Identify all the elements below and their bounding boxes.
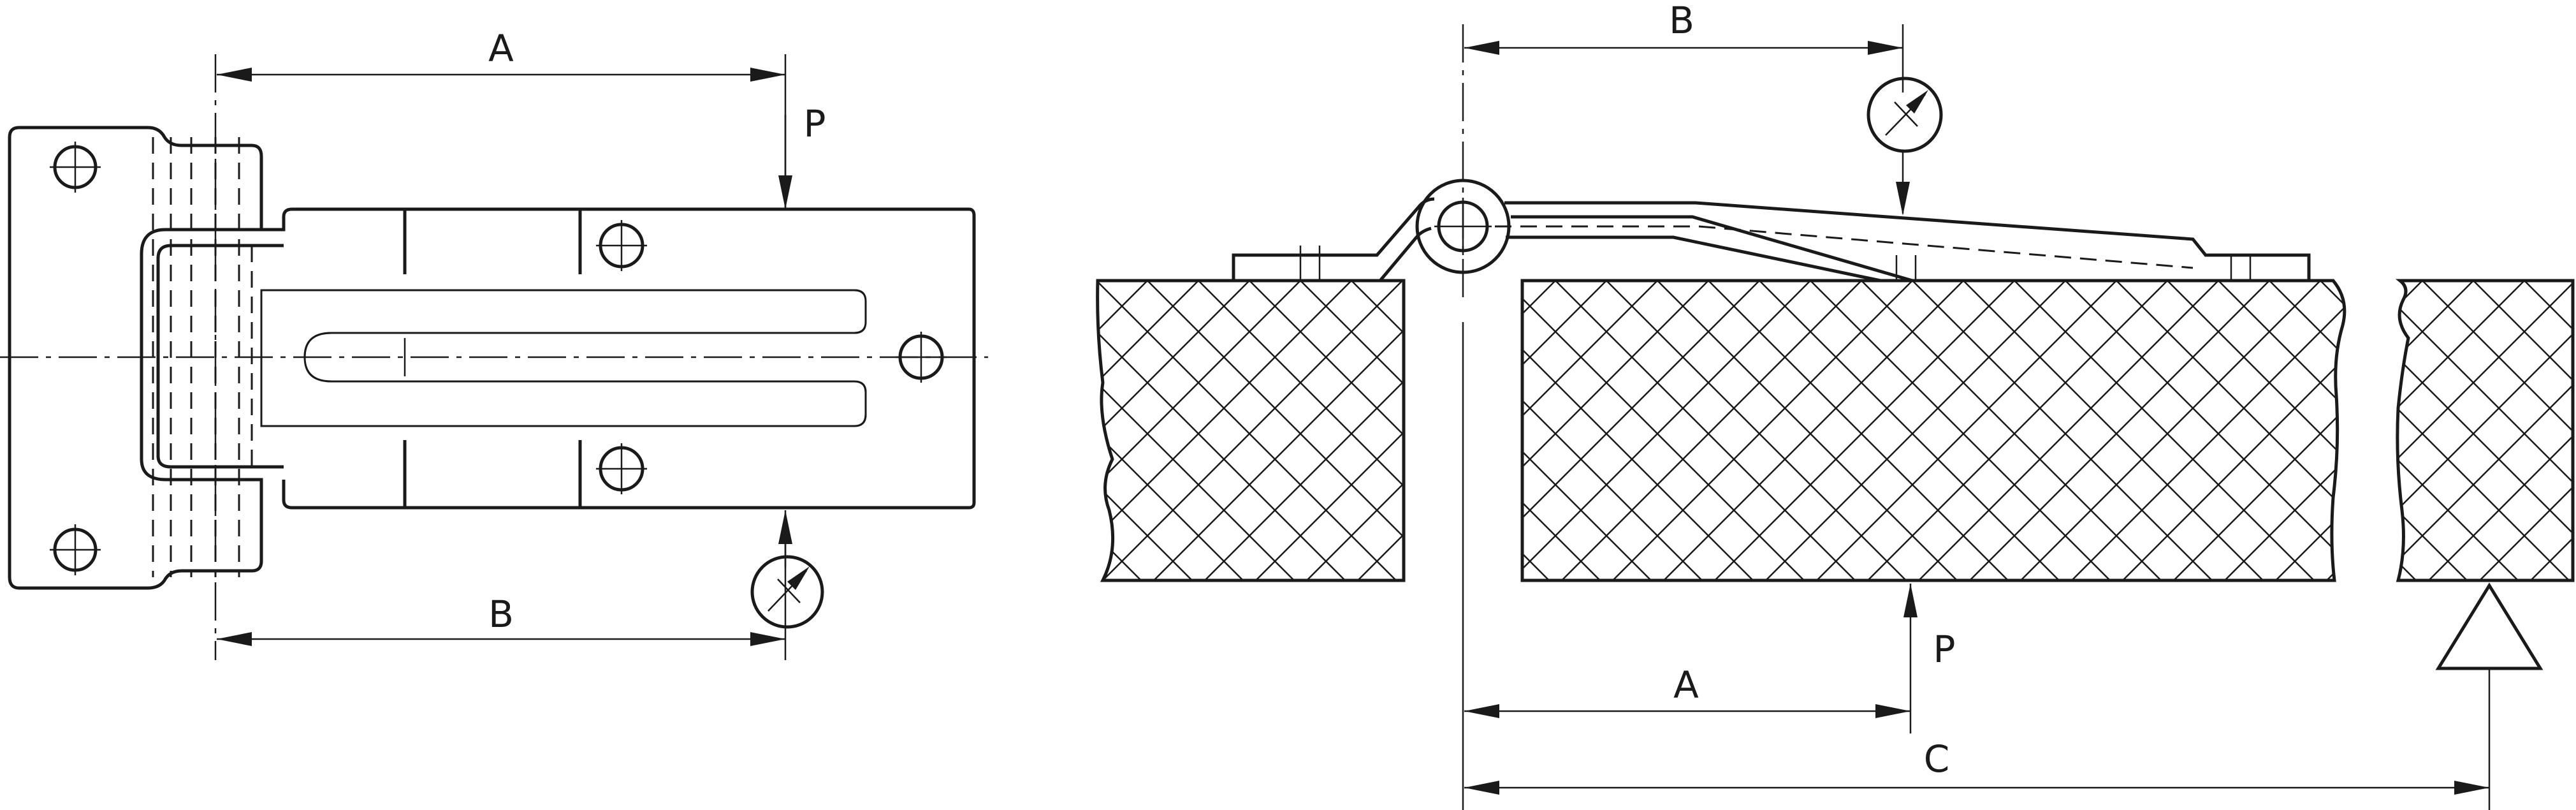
left-dial-gauge-icon [750,555,824,629]
mounting-hole-5 [896,332,947,383]
mounting-hole-1 [50,142,101,193]
left-label-P: P [804,102,826,145]
slot-outline [261,289,867,427]
mounting-hole-2 [50,524,101,575]
right-dimension-B: B [1464,0,1904,92]
mounting-hole-4 [596,443,647,494]
left-label-A: A [488,27,514,70]
mounting-leaf [8,126,263,590]
left-wood-block [1096,279,1406,582]
right-label-C: C [1924,737,1950,781]
right-label-P: P [1933,628,1956,671]
middle-wood-block [1520,279,2347,582]
right-label-A: A [1673,663,1699,707]
right-dial-gauge-icon [1867,77,1943,216]
left-load-P: P [778,102,826,209]
right-dimension-A: A P [1464,584,1955,733]
hinge-side-section [1096,24,2575,810]
left-dimension-B: B [217,510,792,660]
left-dimension-A: A [217,27,787,210]
right-dimension-C: C [1464,670,2491,810]
right-label-B: B [1669,0,1694,42]
side-mounting-leaf [1232,197,1435,281]
support-triangle-icon [2435,582,2543,670]
hinge-top-view [0,54,988,660]
right-wood-block [2395,279,2575,582]
mounting-hole-3 [596,220,647,271]
moving-leaf [261,207,976,510]
side-moving-leaf [1504,201,2311,283]
left-label-B: B [488,593,514,636]
